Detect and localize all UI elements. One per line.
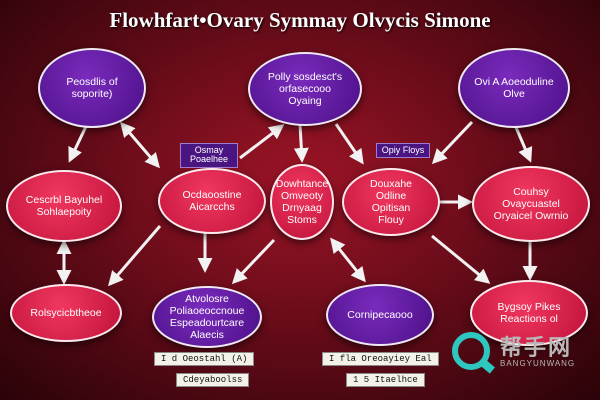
arrow-n5-n2 [239,124,285,160]
brand-watermark: 帮手网 BANGYUNWANG [452,330,592,374]
brand-chinese-text: 帮手网 [500,336,573,361]
node-atvolosre[interactable]: Atvolosre Poliaoeoccnoue Espeadourtcare … [152,286,262,348]
arrow-n1-n5 [120,121,160,169]
node-couhsy[interactable]: Couhsy Ovaycuastel Oryaicel Owrnio [472,166,590,242]
label-osmay: Osmay Poaelhee [180,143,238,168]
node-central-behavior[interactable]: Cescrbl Bayuhel Sohlaepoity [6,170,122,242]
caption-cdeyaboolss: Cdeyaboolss [176,373,250,387]
diagram-title: Flowhfart•Ovary Symmay Olvycis Simone [109,8,491,32]
q-logo-icon [452,332,490,370]
node-dowhtance[interactable]: Dowhtance Omveoty Drnyaag Stoms [270,164,334,240]
arrow-n2-n7 [334,123,364,165]
arrow-n7-n12 [431,234,491,284]
node-ovarian-adenoma[interactable]: Ovi A Aoeoduline Olve [458,48,570,128]
arrow-n5-n9 [108,225,162,287]
node-ovary-symmary[interactable]: Polly sosdesct's orfasecooo Oyaing [248,52,362,126]
brand-english-text: BANGYUNWANG [500,359,576,368]
arrow-n3-n7 [431,120,474,165]
caption-itaelhce: 1 5 Itaelhce [346,373,425,387]
label-opiy-floys: Opiy Floys [376,143,430,159]
caption-oreoayiey: I fla Oreoayiey Eal [322,352,439,366]
arrow-n6-n10 [231,238,276,285]
caption-oeostahl: I d Oeostahl (A) [154,352,255,366]
node-procedures[interactable]: Peosdlis of soporite) [38,48,146,128]
node-rolsycicbtheoe[interactable]: Rolsycicbtheoe [10,284,122,342]
arrow-n6-n11 [330,237,366,283]
arrow-n2-n6 [293,123,309,163]
node-cornipecaooo[interactable]: Cornipecaooo [326,284,434,346]
node-ocdaoostine[interactable]: Ocdaoostine Aicarcchs [158,168,266,234]
node-bygsoy[interactable]: Bygsoy Pikes Reactions ol [470,280,588,346]
node-douxahe[interactable]: Douxahe Odline Opitisan Flouy [342,168,440,236]
